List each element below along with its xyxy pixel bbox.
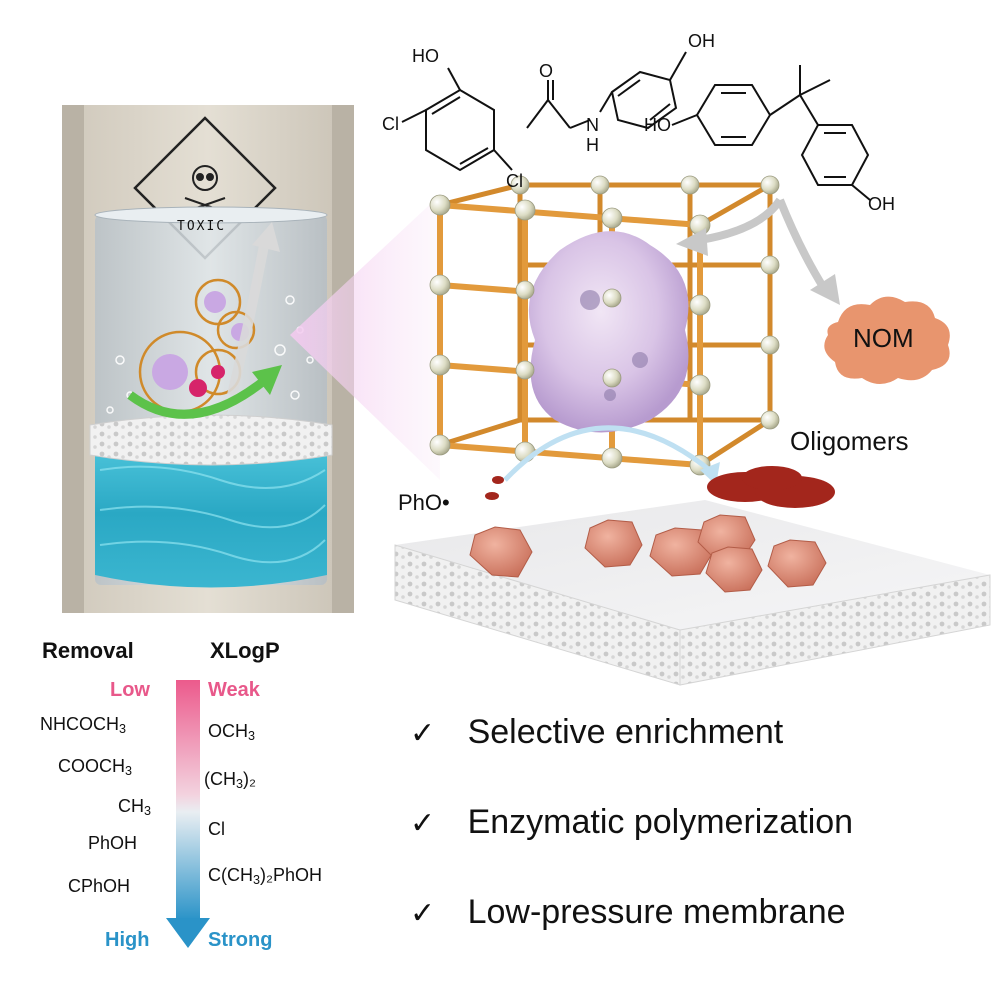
apap-h-label: H (586, 135, 599, 155)
membrane (394, 500, 991, 686)
removal-group-2: COOCH3 (58, 756, 133, 779)
polymerization-arrow (503, 425, 714, 482)
nom-cloud (824, 296, 950, 384)
removal-header: Removal (42, 638, 134, 663)
removal-group-5: CPhOH (68, 876, 131, 896)
apap-o-label: O (539, 61, 554, 81)
radical-dots (485, 476, 504, 500)
removal-low-label: Low (110, 679, 150, 701)
bisphenol-structure (671, 65, 871, 201)
xlogp-strong-label: Strong (208, 929, 273, 951)
mof-cages (138, 278, 256, 414)
release-arrow-head (252, 222, 280, 252)
nom-arrow-head (810, 274, 840, 305)
oligomers-label: Oligomers (790, 426, 909, 456)
acetaminophen-structure (526, 51, 687, 130)
mof-crystals (469, 514, 827, 593)
xlogp-header: XLogP (210, 638, 280, 663)
removal-group-4: PhOH (88, 833, 138, 853)
nom-arrow (776, 198, 829, 293)
scale-arrow (166, 680, 210, 948)
dichlorophenol-structure (401, 67, 513, 172)
toxic-label: TOXIC (177, 219, 227, 234)
radical-label: PhO• (398, 490, 450, 515)
feature-text: Low-pressure membrane (467, 893, 846, 931)
feature-item-3: ✓ Low-pressure membrane (410, 895, 846, 929)
removal-group-1: NHCOCH3 (40, 714, 127, 737)
green-cycle-arrow (127, 376, 268, 419)
removal-high-label: High (105, 929, 150, 951)
xlogp-weak-label: Weak (208, 679, 260, 701)
feature-item-1: ✓ Selective enrichment (410, 715, 783, 749)
check-icon: ✓ (410, 807, 436, 840)
uptake-arrow-head (676, 228, 708, 256)
xlogp-group-3: Cl (208, 819, 225, 839)
apap-oh-label: OH (688, 31, 715, 51)
dcp-oh-label: HO (412, 46, 439, 66)
zoom-cone (290, 195, 440, 480)
enzyme (528, 231, 689, 433)
xlogp-group-1: OCH3 (208, 721, 256, 744)
feature-item-2: ✓ Enzymatic polymerization (410, 805, 853, 839)
feature-text: Enzymatic polymerization (467, 803, 854, 841)
removal-group-3: CH3 (118, 796, 152, 819)
beaker (89, 206, 333, 588)
oligomer-blobs (707, 466, 835, 508)
check-icon: ✓ (410, 717, 436, 750)
apap-n-label: N (586, 115, 599, 135)
bpa-oh-left-label: HO (644, 115, 671, 135)
check-icon: ✓ (410, 897, 436, 930)
mof-lattice (429, 175, 780, 476)
release-arrow (227, 239, 270, 397)
dcp-cl-bottom-label: Cl (506, 171, 523, 191)
bpa-oh-right-label: OH (868, 194, 895, 214)
dcp-cl-top-label: Cl (382, 114, 399, 134)
uptake-arrow (699, 197, 784, 244)
nom-label: NOM (853, 323, 914, 353)
xlogp-group-2: (CH3)₂ (204, 769, 256, 792)
feature-text: Selective enrichment (467, 713, 784, 751)
green-cycle-arrow-head (252, 365, 282, 395)
xlogp-group-4: C(CH3)₂PhOH (208, 865, 323, 888)
